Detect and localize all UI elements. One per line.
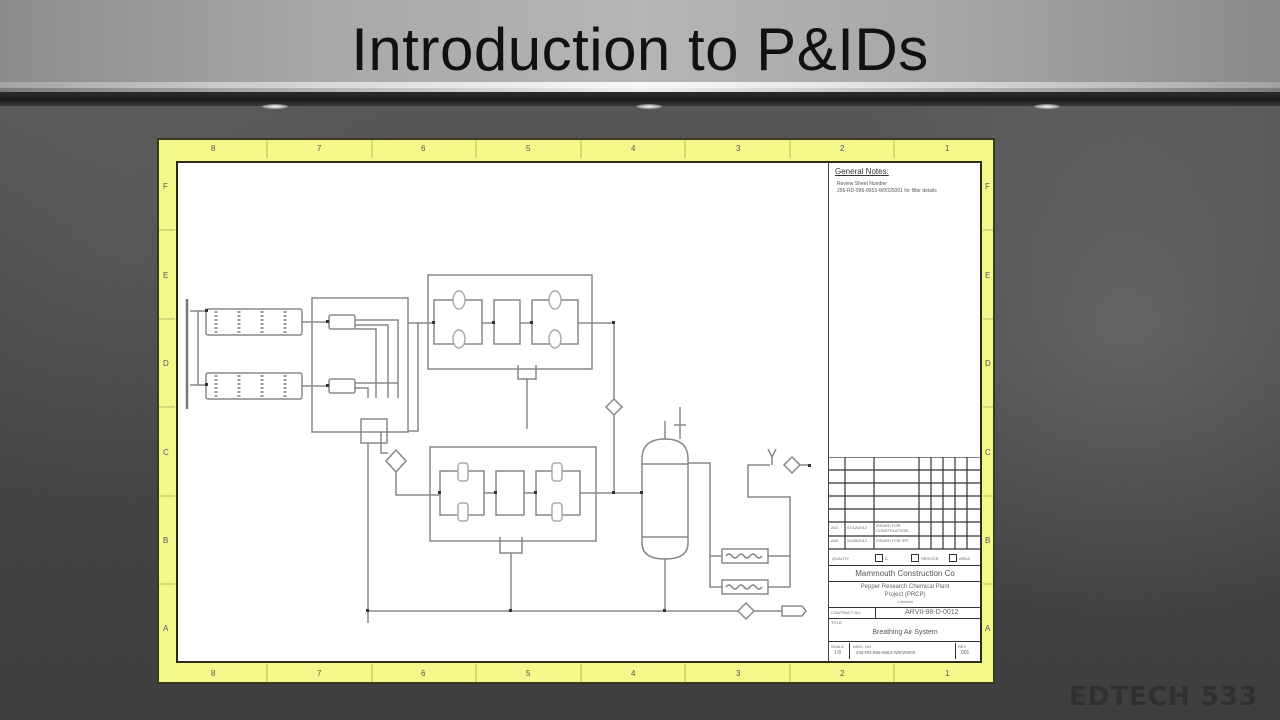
receiver-vessel — [641, 438, 689, 560]
dryer-skid-lower — [429, 446, 597, 542]
scale-label: SCALE — [831, 644, 845, 649]
zone-label: A — [985, 624, 991, 633]
dwg-number: 256-RD-996-9653-W0025000 — [856, 650, 916, 655]
rev-cell: A01 — [831, 525, 839, 530]
checkbox[interactable] — [949, 554, 957, 562]
rev-desc: ISSUED FOR CONSTRUCTION — [876, 523, 909, 533]
notes-panel: General Notes: Review Sheet Number 256-R… — [828, 163, 981, 661]
revision-grid — [829, 457, 981, 550]
pid-diagram — [185, 274, 811, 623]
zone-label: 3 — [736, 144, 741, 153]
zone-label: 8 — [211, 144, 216, 153]
aftercooler-skid — [311, 297, 409, 433]
zone-label: B — [985, 536, 991, 545]
zone-label: 1 — [945, 144, 950, 153]
project-line: Project (PRCP) — [884, 592, 926, 598]
zone-label: E — [163, 271, 169, 280]
zone-label: C — [985, 448, 991, 457]
checkbox[interactable] — [875, 554, 883, 562]
header-bar — [0, 92, 1280, 106]
zone-label: 3 — [736, 669, 741, 678]
zone-grid — [159, 140, 993, 682]
relief-valve — [767, 448, 777, 459]
zone-label: 6 — [421, 144, 426, 153]
rev-date: 02/08/2012 — [847, 538, 868, 543]
dwg-label: DWG. NO. — [853, 644, 873, 649]
zone-label: 5 — [526, 669, 531, 678]
zone-label: 4 — [631, 144, 636, 153]
zone-label: 2 — [840, 144, 845, 153]
header-shine — [0, 82, 1280, 92]
checkbox-label: AREA — [959, 556, 970, 561]
compressor-rack-lower — [205, 372, 303, 400]
zone-label: 7 — [317, 669, 322, 678]
checkbox-label: SERVICE — [921, 556, 939, 561]
drawing-area: General Notes: Review Sheet Number 256-R… — [176, 161, 982, 663]
zone-label: D — [985, 359, 991, 368]
title-row: TITLE Breathing Air System — [829, 619, 981, 642]
dwg-row: SCALE 1:8 DWG. NO. 256-RD-996-9653-W0025… — [829, 643, 981, 659]
zone-label: 1 — [945, 669, 950, 678]
zone-label: 4 — [631, 669, 636, 678]
zone-label: F — [985, 182, 990, 191]
zone-label: E — [985, 271, 991, 280]
zone-label: D — [163, 359, 169, 368]
notes-line: Review Sheet Number — [837, 181, 888, 187]
light-spot — [636, 104, 662, 109]
rev-value: 001 — [961, 650, 970, 656]
scale-value: 1:8 — [834, 650, 841, 656]
zone-label: 7 — [317, 144, 322, 153]
slide-title: Introduction to P&IDs — [351, 16, 929, 83]
checkbox[interactable] — [911, 554, 919, 562]
checkbox-label: A — [885, 556, 888, 561]
contract-number: ARVII-98-D-0012 — [905, 609, 959, 616]
drawing-title: Breathing Air System — [872, 629, 938, 636]
project-line: Pepper Research Chemical Plant — [860, 584, 950, 590]
rev-desc: ISSUED FOR IFR — [876, 538, 909, 543]
watermark: EDTECH 533 — [1068, 682, 1258, 712]
dryer-skid-upper — [427, 274, 593, 370]
checkbox-label: QUALITY — [832, 556, 850, 561]
zone-label: 5 — [526, 144, 531, 153]
light-spot — [262, 104, 288, 109]
checkbox-row: QUALITY A SERVICE AREA — [829, 551, 981, 566]
pid-drawing-sheet: 8 7 6 5 4 3 2 1 8 7 6 5 4 3 2 1 F E D C … — [157, 138, 995, 684]
zone-label: 8 — [211, 669, 216, 678]
outlet-connector — [781, 605, 807, 617]
zone-label: C — [163, 448, 169, 457]
zone-label: 2 — [840, 669, 845, 678]
rev-date: 07/12/2012 — [847, 525, 868, 530]
rev-label: REV — [958, 644, 967, 649]
contract-label: CONTRACT NO. — [831, 610, 862, 615]
title-label: TITLE — [831, 620, 842, 625]
notes-heading: General Notes: — [835, 167, 889, 176]
company-name: Mammouth Construction Co — [829, 567, 981, 582]
header-band — [0, 0, 1280, 88]
compressor-rack-upper — [205, 308, 303, 336]
zone-label: 6 — [421, 669, 426, 678]
project-location: Colorado — [896, 599, 914, 604]
zone-label: F — [163, 182, 168, 191]
light-spot — [1034, 104, 1060, 109]
zone-label: B — [163, 536, 169, 545]
contract-row: CONTRACT NO. ARVII-98-D-0012 — [829, 607, 981, 619]
notes-line: 256-RD-996-9653-W0025001 for filter deta… — [837, 188, 937, 194]
rev-cell: A00 — [831, 538, 839, 543]
zone-label: A — [163, 624, 169, 633]
